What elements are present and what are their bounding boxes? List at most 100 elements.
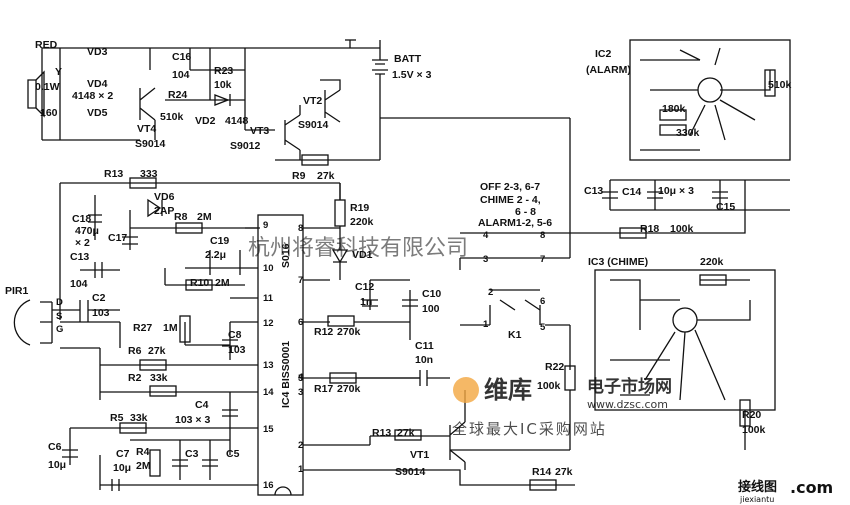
label-pin1: 1 xyxy=(298,464,304,475)
label-c4v: 103 × 3 xyxy=(175,414,210,426)
label-c14: C14 xyxy=(622,186,641,198)
corner-logo-com: .com xyxy=(790,478,833,497)
label-vt3: VT3 xyxy=(250,125,269,137)
label-c10x3: 10μ × 3 xyxy=(658,185,694,197)
label-r18v: 100k xyxy=(670,223,694,235)
label-vd2: VD2 xyxy=(195,115,216,127)
label-r5: R5 xyxy=(110,412,124,424)
watermark-url: www.dzsc.com xyxy=(587,398,668,411)
watermark-company: 杭州将睿科技有限公司 xyxy=(248,236,468,261)
label-r160: 160 xyxy=(40,107,58,119)
label-sw1: 1 xyxy=(483,319,489,330)
label-sw7: 7 xyxy=(540,254,545,265)
label-c7v: 10μ xyxy=(113,462,131,474)
label-sw8: 8 xyxy=(540,230,545,241)
label-sw2: 2 xyxy=(488,287,493,298)
label-r330k: 330k xyxy=(676,127,700,139)
label-c12v: 1n xyxy=(360,296,372,308)
label-c19: C19 xyxy=(210,235,229,247)
label-pin_s: S xyxy=(56,311,62,322)
watermark-brand-sub: 电子市场网 xyxy=(587,376,672,397)
label-sw6: 6 xyxy=(540,296,545,307)
label-c17: C17 xyxy=(108,232,127,244)
label-pin_g: G xyxy=(56,324,63,335)
label-r24: R24 xyxy=(168,89,187,101)
label-ic2n: (ALARM) xyxy=(586,64,631,76)
label-r6v: 27k xyxy=(148,345,166,357)
label-c6v: 10μ xyxy=(48,459,66,471)
label-pin13: 13 xyxy=(263,360,274,371)
label-vt1: VT1 xyxy=(410,449,429,461)
label-pin7: 7 xyxy=(298,275,303,286)
label-pin3: 3 xyxy=(298,387,303,398)
label-vd3: VD3 xyxy=(87,46,108,58)
label-r18: R18 xyxy=(640,223,659,235)
label-chime: CHIME 2 - 4, xyxy=(480,194,541,206)
label-vt3t: S9012 xyxy=(230,140,261,152)
label-r6: R6 xyxy=(128,345,142,357)
label-vd1: VD1 xyxy=(352,249,373,261)
label-c16v: 104 xyxy=(172,69,190,81)
label-r24v: 510k xyxy=(160,111,184,123)
label-r17: R17 xyxy=(314,383,333,395)
label-c7: C7 xyxy=(116,448,130,460)
label-vt4t: S9014 xyxy=(135,138,166,150)
label-batt: BATT xyxy=(394,53,422,65)
label-c15: C15 xyxy=(716,201,735,213)
label-sw5: 5 xyxy=(540,322,546,333)
label-pin12: 12 xyxy=(263,318,274,329)
label-r510k: 510k xyxy=(768,79,792,91)
watermark-slogan: 全球最大IC采购网站 xyxy=(452,420,607,438)
label-pin10: 10 xyxy=(263,263,274,274)
watermark-brand-cn: 维库 xyxy=(484,376,532,404)
label-r180k: 180k xyxy=(662,103,686,115)
label-c2: C2 xyxy=(92,292,106,304)
label-r2: R2 xyxy=(128,372,142,384)
label-k1: K1 xyxy=(508,329,522,341)
label-r23v: 10k xyxy=(214,79,232,91)
label-vt4: VT4 xyxy=(137,123,156,135)
label-c18: C18 xyxy=(72,213,91,225)
label-ic2: IC2 xyxy=(595,48,612,60)
label-r19v: 220k xyxy=(350,216,374,228)
label-r9v: 27k xyxy=(317,170,335,182)
label-pin4: 4 xyxy=(298,372,304,383)
label-w01: 0.1W xyxy=(35,81,60,93)
label-pin11: 11 xyxy=(263,293,274,304)
label-r12: R12 xyxy=(314,326,333,338)
label-r4v: 2M xyxy=(136,460,151,472)
label-alarm: ALARM1-2, 5-6 xyxy=(478,217,552,229)
label-d4148x2: 4148 × 2 xyxy=(72,90,113,102)
label-r13: R13 xyxy=(104,168,123,180)
label-r22v: 100k xyxy=(537,380,561,392)
label-pir1: PIR1 xyxy=(5,285,29,297)
label-c18x: × 2 xyxy=(75,237,90,249)
label-vd5: VD5 xyxy=(87,107,108,119)
label-r2v: 33k xyxy=(150,372,168,384)
label-r14: R14 xyxy=(532,466,551,478)
label-c10: C10 xyxy=(422,288,441,300)
label-r5v: 33k xyxy=(130,412,148,424)
label-y: Y xyxy=(55,66,62,78)
label-r220k: 220k xyxy=(700,256,724,268)
label-c13: C13 xyxy=(70,251,89,263)
label-r23: R23 xyxy=(214,65,233,77)
label-sw4: 4 xyxy=(483,230,489,241)
label-r20v: 100k xyxy=(742,424,766,436)
label-pin14: 14 xyxy=(263,387,274,398)
label-red: RED xyxy=(35,39,58,51)
label-c4: C4 xyxy=(195,399,209,411)
label-c10v: 100 xyxy=(422,303,440,315)
label-c8v: 103 xyxy=(228,344,246,356)
label-r12v: 270k xyxy=(337,326,361,338)
label-vd2v: 4148 xyxy=(225,115,249,127)
label-r9: R9 xyxy=(292,170,306,182)
label-c6: C6 xyxy=(48,441,62,453)
label-pin5: 5 xyxy=(298,373,304,384)
label-c3: C3 xyxy=(185,448,199,460)
label-c19v: 2.2μ xyxy=(205,249,226,261)
label-r13bv: 27k xyxy=(397,427,415,439)
label-vd4: VD4 xyxy=(87,78,108,90)
label-chime2: 6 - 8 xyxy=(515,206,536,218)
label-pin15: 15 xyxy=(263,424,274,435)
